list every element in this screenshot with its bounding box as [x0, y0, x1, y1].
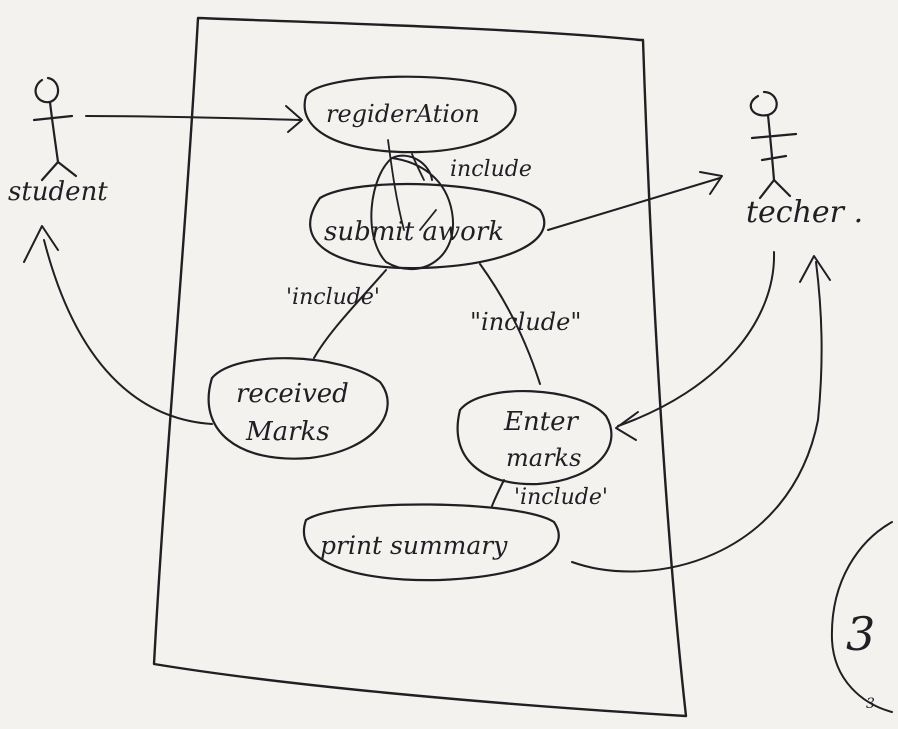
- include-print-enter: [491, 479, 505, 507]
- association-submit-teacher: [547, 177, 721, 231]
- system-boundary: [152, 16, 688, 718]
- use-case-enter-marks: [456, 390, 613, 486]
- include-line-registration: [387, 139, 437, 231]
- use-case-received-marks: [207, 357, 389, 460]
- margin-mark: 3: [846, 607, 875, 661]
- use-case-registration: [303, 75, 517, 154]
- print-summary-label: print summary: [320, 531, 508, 560]
- association-student-registration: [85, 115, 301, 121]
- student-actor: [32, 76, 78, 182]
- association-received-student: [43, 239, 213, 425]
- enter-marks-label-2: marks: [506, 444, 581, 472]
- teacher-label: techer .: [746, 195, 863, 230]
- association-print-teacher: [571, 261, 823, 573]
- margin-circle: [830, 521, 893, 713]
- submit-work-label: submit awork: [324, 217, 504, 247]
- include-label-right: "include": [470, 308, 581, 336]
- student-label: student: [8, 177, 108, 207]
- received-marks-label-1: received: [236, 379, 349, 409]
- enter-marks-label-1: Enter: [503, 407, 580, 437]
- registration-label: regiderAtion: [326, 100, 480, 128]
- include-received-submit: [313, 269, 387, 359]
- scribble-mark: [370, 154, 455, 271]
- include-label-top: include: [450, 157, 532, 182]
- received-marks-label-2: Marks: [245, 417, 330, 447]
- include-label-bottom: 'include': [514, 485, 608, 510]
- page-number: 3: [866, 696, 875, 712]
- association-teacher-enter: [617, 251, 776, 427]
- include-enter-submit: [479, 263, 541, 385]
- teacher-actor: [749, 90, 798, 200]
- include-label-left: 'include': [286, 285, 380, 310]
- use-case-submit-work: [309, 182, 546, 270]
- use-case-print-summary: [302, 503, 560, 582]
